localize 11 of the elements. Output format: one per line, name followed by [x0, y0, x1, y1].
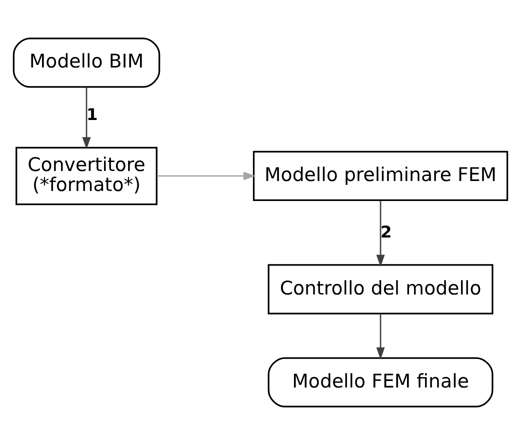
arrow — [376, 314, 385, 360]
node-box: Modello BIM — [12, 38, 160, 88]
node-box: Modello preliminare FEM — [252, 150, 508, 202]
arrow — [82, 87, 91, 150]
node-box: Convertitore (*formato*) — [16, 146, 158, 206]
edge-label: 1 — [86, 105, 98, 124]
arrow — [376, 200, 385, 267]
node-box: Modello FEM finale — [268, 357, 494, 408]
edge-label: 2 — [380, 222, 392, 242]
arrow — [157, 172, 256, 180]
node-box: Controllo del modello — [268, 264, 494, 314]
